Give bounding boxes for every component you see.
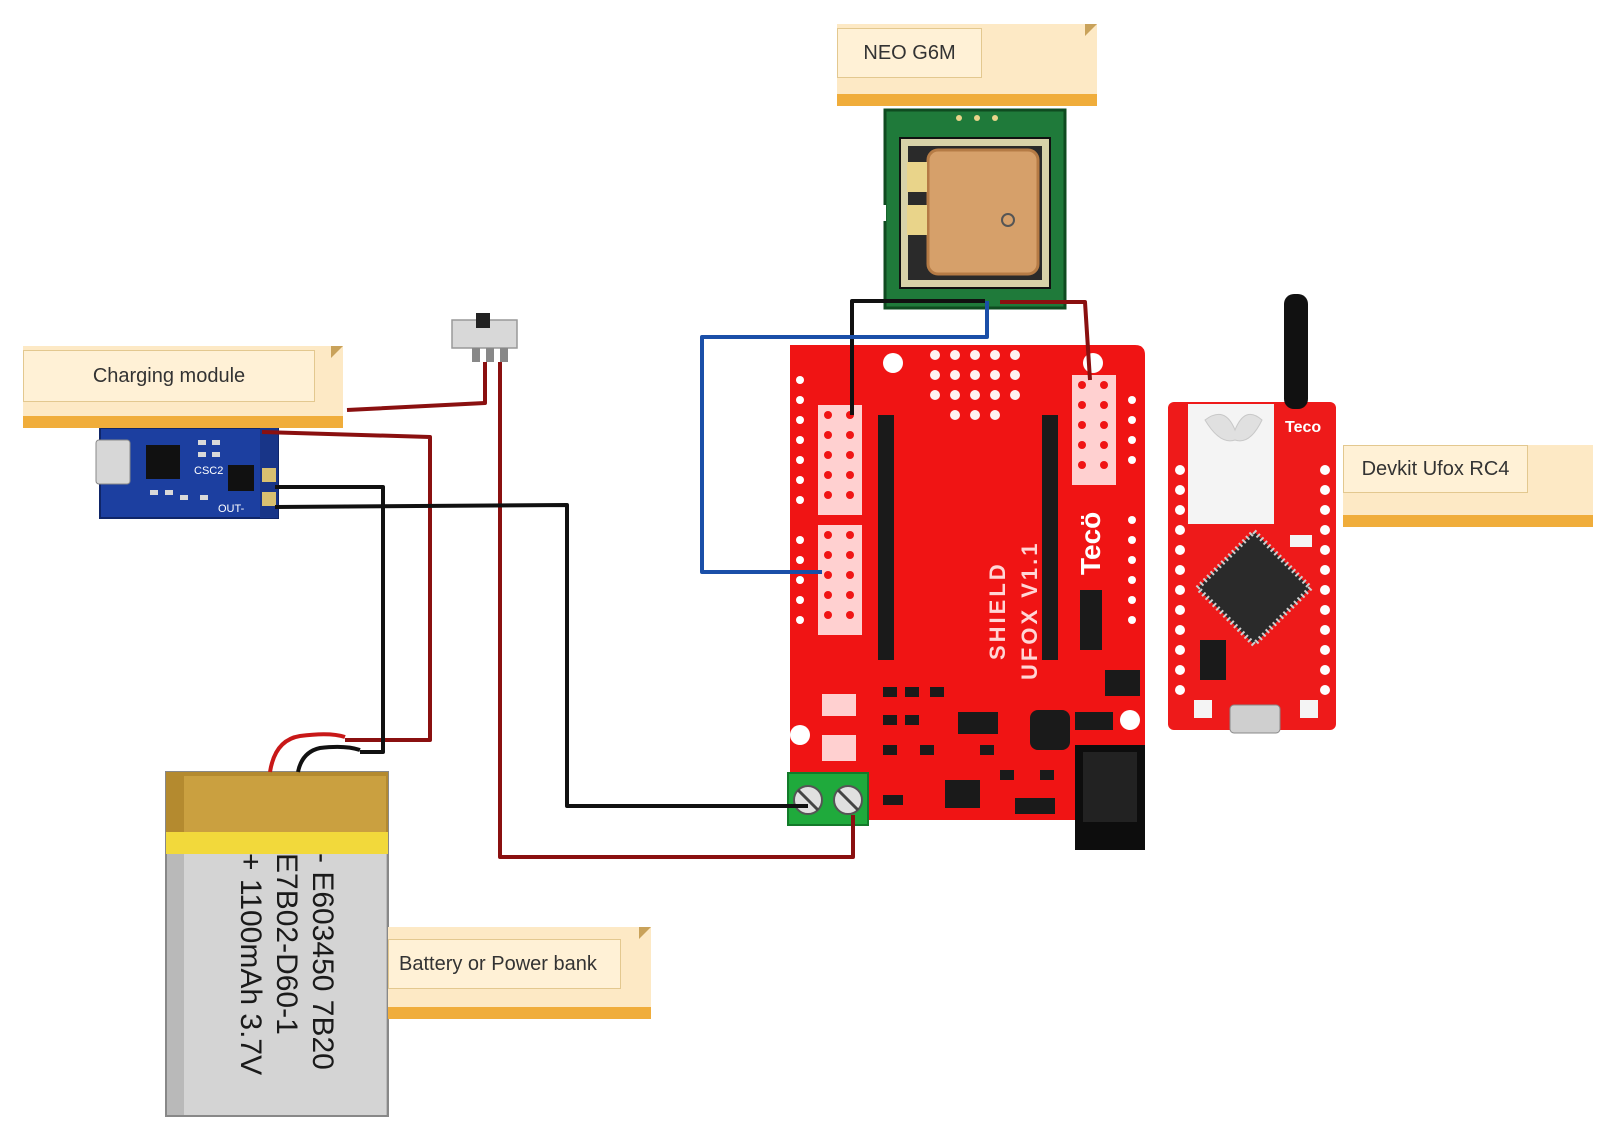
note-devkit-ufox-rc4: Devkit Ufox RC4 xyxy=(1343,445,1593,527)
wire-red-gps-to-shield xyxy=(1000,300,1092,381)
note-ribbon xyxy=(1343,515,1593,527)
note-ribbon xyxy=(837,94,1097,106)
battery-label-line2: E7B02-D60-1 xyxy=(270,853,303,1035)
battery-label-line1: - E603450 7B20 xyxy=(306,853,339,1070)
shield-label-line1: SHIELD xyxy=(985,561,1010,660)
charging-chip-label: CSC2 xyxy=(194,465,223,477)
slide-switch xyxy=(451,313,518,362)
battery-label-line3: + 1100mAh 3.7V xyxy=(234,853,267,1076)
devkit-board: Teco xyxy=(1168,294,1336,734)
battery xyxy=(165,732,389,1117)
wire-black-charger-to-terminal xyxy=(274,503,808,808)
wire-red-charger-to-battery xyxy=(261,430,432,742)
wire-red-switch-to-charger xyxy=(346,362,487,412)
note-neo-g6m-label: NEO G6M xyxy=(837,28,982,78)
wire-blue-gps-to-shield xyxy=(700,301,989,574)
charging-out-label: OUT- xyxy=(218,503,245,515)
wire-black-charger-to-battery xyxy=(275,485,385,754)
wire-black-gps-to-shield xyxy=(850,299,985,415)
note-charging-module-label: Charging module xyxy=(23,350,315,402)
note-devkit-label: Devkit Ufox RC4 xyxy=(1343,445,1528,493)
wire-red-switch-to-terminal xyxy=(498,362,855,859)
shield-label: SHIELD UFOX V1.1 xyxy=(985,541,1042,680)
note-battery-power-bank: Battery or Power bank xyxy=(388,927,651,1019)
note-battery-label: Battery or Power bank xyxy=(388,939,621,989)
gps-module xyxy=(880,108,1067,310)
note-fold-icon xyxy=(1085,24,1097,36)
wires xyxy=(261,299,1092,859)
charging-board: CSC2 OUT- xyxy=(95,427,279,519)
shield-brand-logo: Tecö xyxy=(1075,512,1106,575)
note-neo-g6m: NEO G6M xyxy=(837,24,1097,106)
note-fold-icon xyxy=(639,927,651,939)
note-fold-icon xyxy=(331,346,343,358)
devkit-brand-logo: Teco xyxy=(1285,419,1321,436)
note-ribbon xyxy=(388,1007,651,1019)
shield-label-line2: UFOX V1.1 xyxy=(1017,541,1042,680)
ufox-shield: SHIELD UFOX V1.1 Tecö xyxy=(787,345,1145,850)
note-ribbon xyxy=(23,416,343,428)
battery-label: - E603450 7B20 E7B02-D60-1 + 1100mAh 3.7… xyxy=(180,838,360,1078)
note-charging-module: Charging module xyxy=(23,346,343,428)
